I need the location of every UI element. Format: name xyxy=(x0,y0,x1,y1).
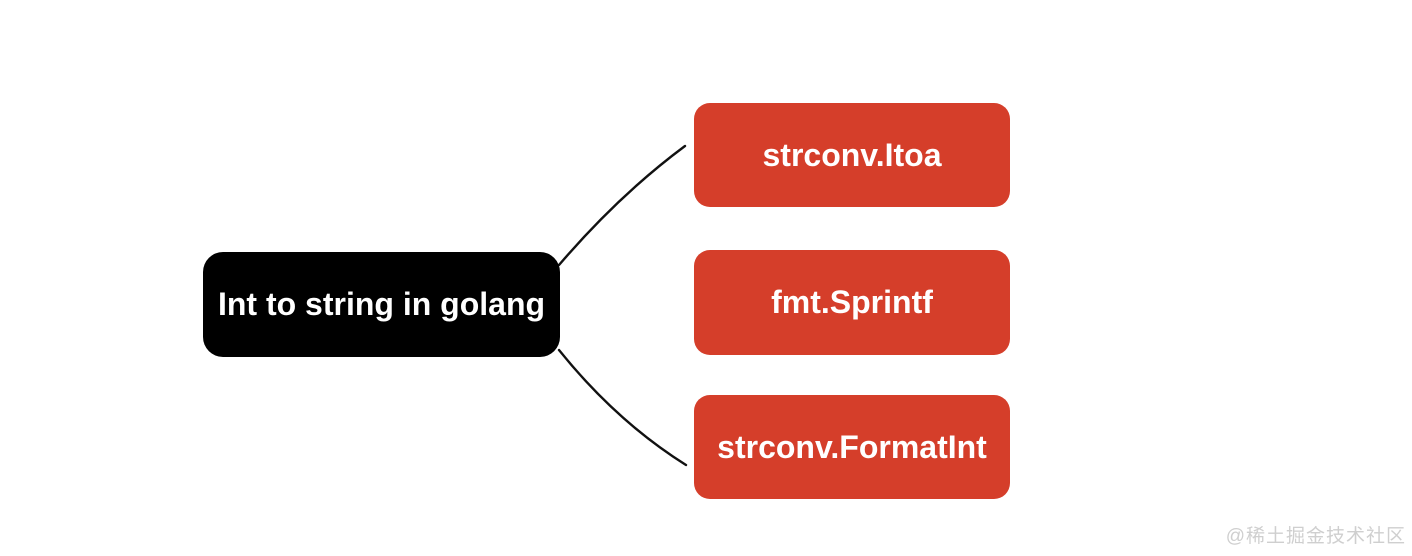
root-node-label: Int to string in golang xyxy=(217,286,546,322)
watermark: @稀土掘金技术社区 xyxy=(1225,526,1406,547)
child-node-label: strconv.Itoa xyxy=(762,136,942,173)
child-node-strconv-formatint[interactable]: strconv.FormatInt xyxy=(694,395,1010,499)
connector-root-to-top-child xyxy=(557,144,687,267)
child-node-label: strconv.FormatInt xyxy=(717,428,987,465)
connector-root-to-bottom-child xyxy=(557,348,688,467)
root-node[interactable]: Int to string in golang xyxy=(203,252,560,357)
child-node-strconv-itoa[interactable]: strconv.Itoa xyxy=(694,103,1010,207)
child-node-fmt-sprintf[interactable]: fmt.Sprintf xyxy=(694,250,1010,355)
child-node-label: fmt.Sprintf xyxy=(771,284,933,320)
